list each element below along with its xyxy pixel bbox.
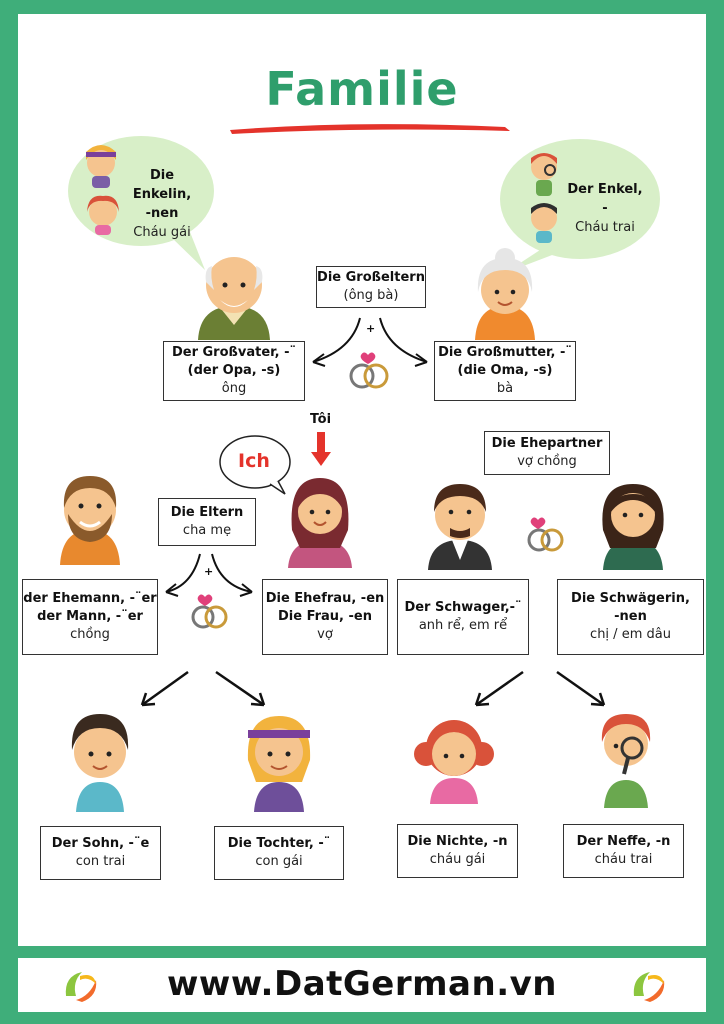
ich-bubble (219, 435, 291, 495)
sister-in-law-de-2: -nen (614, 609, 647, 624)
grandmother-de-1: Die Großmutter, -¨ (438, 345, 572, 360)
son-de: Der Sohn, -¨e (51, 836, 150, 851)
granddaughter-icon-1 (86, 145, 116, 188)
title-underline (230, 124, 510, 134)
rings-icon-left (191, 594, 228, 629)
son-box: Der Sohn, -¨e con trai (40, 826, 161, 880)
husband-illustration (60, 476, 120, 565)
grandmother-illustration (475, 248, 535, 340)
wife-illustration (288, 478, 352, 568)
ich-speech: Ich (238, 450, 270, 472)
grandson-icon-1 (531, 153, 557, 196)
me-label: Tôi (310, 412, 332, 427)
rings-icon-top (349, 352, 389, 389)
grandfather-vn: ông (221, 381, 247, 396)
rings-icon-middle (527, 517, 564, 552)
spouses-de: Die Ehepartner (491, 436, 603, 451)
brother-in-law-illustration (428, 484, 492, 570)
grandfather-de-1: Der Großvater, -¨ (171, 345, 297, 360)
husband-de-1: der Ehemann, -¨er (23, 591, 157, 606)
daughter-box: Die Tochter, -¨ con gái (214, 826, 344, 880)
sister-in-law-illustration (602, 484, 664, 570)
grandson-de-1: Der Enkel, (567, 182, 643, 197)
nephew-illustration (601, 714, 651, 808)
parents-de: Die Eltern (170, 505, 244, 520)
wife-de-1: Die Ehefrau, -en (265, 591, 385, 606)
brother-in-law-de: Der Schwager,-¨ (404, 600, 522, 615)
grandson-de-2: - (602, 201, 608, 216)
parents-box: Die Eltern cha mẹ (158, 498, 256, 546)
nephew-vn: cháu trai (594, 852, 653, 867)
spouses-box: Die Ehepartner vợ chồng (484, 431, 610, 475)
brand-logo-icon-left (65, 972, 97, 1002)
brother-in-law-vn: anh rể, em rể (418, 618, 508, 633)
grandfather-illustration (198, 257, 270, 340)
granddaughter-vn: Cháu gái (133, 225, 191, 240)
nephew-box: Der Neffe, -n cháu trai (563, 824, 684, 878)
grandparents-box: Die Großeltern (ông bà) (316, 266, 426, 308)
son-vn: con trai (75, 854, 126, 869)
spouses-vn: vợ chồng (517, 454, 577, 469)
grandparents-de: Die Großeltern (317, 270, 425, 285)
grandfather-de-2: (der Opa, -s) (187, 363, 281, 378)
wife-vn: vợ (317, 627, 333, 642)
footer: www.DatGerman.vn (18, 958, 706, 1012)
grandson-label: Der Enkel, - Cháu trai (565, 180, 645, 237)
grandparents-arrows (312, 317, 428, 367)
sister-in-law-de-1: Die Schwägerin, (571, 591, 690, 606)
sister-in-law-box: Die Schwägerin, -nen chị / em dâu (557, 579, 704, 655)
grandson-vn: Cháu trai (575, 220, 635, 235)
grandmother-box: Die Großmutter, -¨ (die Oma, -s) bà (434, 341, 576, 401)
niece-illustration (414, 720, 494, 804)
grandfather-box: Der Großvater, -¨ (der Opa, -s) ông (163, 341, 305, 401)
niece-box: Die Nichte, -n cháu gái (397, 824, 518, 878)
parents-arrows (165, 553, 253, 597)
niece-de: Die Nichte, -n (407, 834, 508, 849)
grandparents-vn: (ông bà) (343, 288, 399, 303)
grandparents-plus: + (366, 322, 376, 335)
daughter-illustration (247, 716, 311, 812)
brand-logo-icon-right (633, 972, 665, 1002)
parents-vn: cha mẹ (182, 523, 232, 538)
grandmother-de-2: (die Oma, -s) (457, 363, 553, 378)
footer-url-link[interactable]: www.DatGerman.vn (167, 964, 557, 1004)
children-arrows (140, 670, 606, 707)
son-illustration (71, 714, 129, 812)
wife-de-2: Die Frau, -en (277, 609, 372, 624)
granddaughter-de-2: -nen (145, 206, 179, 221)
sister-in-law-vn: chị / em dâu (590, 627, 671, 642)
daughter-vn: con gái (255, 854, 303, 869)
page-title: Familie (265, 62, 459, 116)
brother-in-law-box: Der Schwager,-¨ anh rể, em rể (397, 579, 529, 655)
husband-box: der Ehemann, -¨er der Mann, -¨er chồng (22, 579, 158, 655)
husband-de-2: der Mann, -¨er (37, 609, 143, 624)
granddaughter-label: Die Enkelin, -nen Cháu gái (122, 166, 202, 242)
grandson-icon-2 (531, 203, 557, 243)
granddaughter-de-1: Die Enkelin, (132, 168, 192, 202)
me-arrow (311, 432, 331, 466)
wife-box: Die Ehefrau, -en Die Frau, -en vợ (262, 579, 388, 655)
parents-plus: + (204, 565, 214, 578)
daughter-de: Die Tochter, -¨ (227, 836, 331, 851)
nephew-de: Der Neffe, -n (576, 834, 671, 849)
niece-vn: cháu gái (429, 852, 486, 867)
grandmother-vn: bà (496, 381, 514, 396)
granddaughter-icon-2 (87, 195, 119, 235)
husband-vn: chồng (70, 627, 110, 642)
